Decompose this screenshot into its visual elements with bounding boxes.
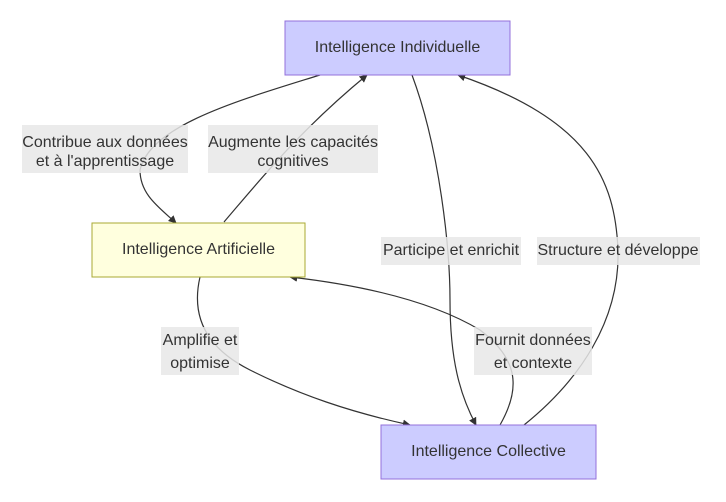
edge-label-fournit-line-1: Fournit données <box>475 332 591 349</box>
edge-label-augmente-line-2: cognitives <box>257 153 328 170</box>
edge-label-structure: Structure et développe <box>537 237 700 265</box>
edge-label-contribue: Contribue aux données et à l'apprentissa… <box>22 125 188 173</box>
node-intelligence-individuelle[interactable]: Intelligence Individuelle <box>284 20 511 76</box>
edge-label-contribue-line-2: et à l'apprentissage <box>36 153 174 170</box>
edges <box>139 73 619 428</box>
node-intelligence-collective[interactable]: Intelligence Collective <box>380 424 597 480</box>
node-intelligence-collective-label: Intelligence Collective <box>411 443 566 460</box>
edge-individuelle-to-collective <box>411 74 477 426</box>
edge-artificielle-to-collective <box>196 276 411 428</box>
edge-label-amplifie-line-1: Amplifie et <box>163 332 238 349</box>
edge-label-fournit: Fournit données et contexte <box>474 327 592 375</box>
edge-label-augmente-line-1: Augmente les capacités <box>208 134 378 151</box>
node-intelligence-artificielle-label: Intelligence Artificielle <box>122 241 275 258</box>
edge-label-structure-line-1: Structure et développe <box>538 242 699 259</box>
edge-label-fournit-line-2: et contexte <box>494 355 572 372</box>
edge-label-participe: Participe et enrichit <box>381 237 521 265</box>
nodes: Intelligence Individuelle Intelligence A… <box>91 20 597 480</box>
edge-labels: Contribue aux données et à l'apprentissa… <box>22 125 700 375</box>
node-intelligence-artificielle[interactable]: Intelligence Artificielle <box>91 222 306 278</box>
edge-label-amplifie-line-2: optimise <box>170 355 230 372</box>
edge-label-contribue-line-1: Contribue aux données <box>22 134 187 151</box>
edge-label-augmente: Augmente les capacités cognitives <box>208 125 378 173</box>
node-intelligence-individuelle-label: Intelligence Individuelle <box>315 39 481 56</box>
edge-collective-to-artificielle <box>289 273 514 426</box>
edge-label-amplifie: Amplifie et optimise <box>161 327 239 375</box>
edge-label-participe-line-1: Participe et enrichit <box>383 242 520 259</box>
